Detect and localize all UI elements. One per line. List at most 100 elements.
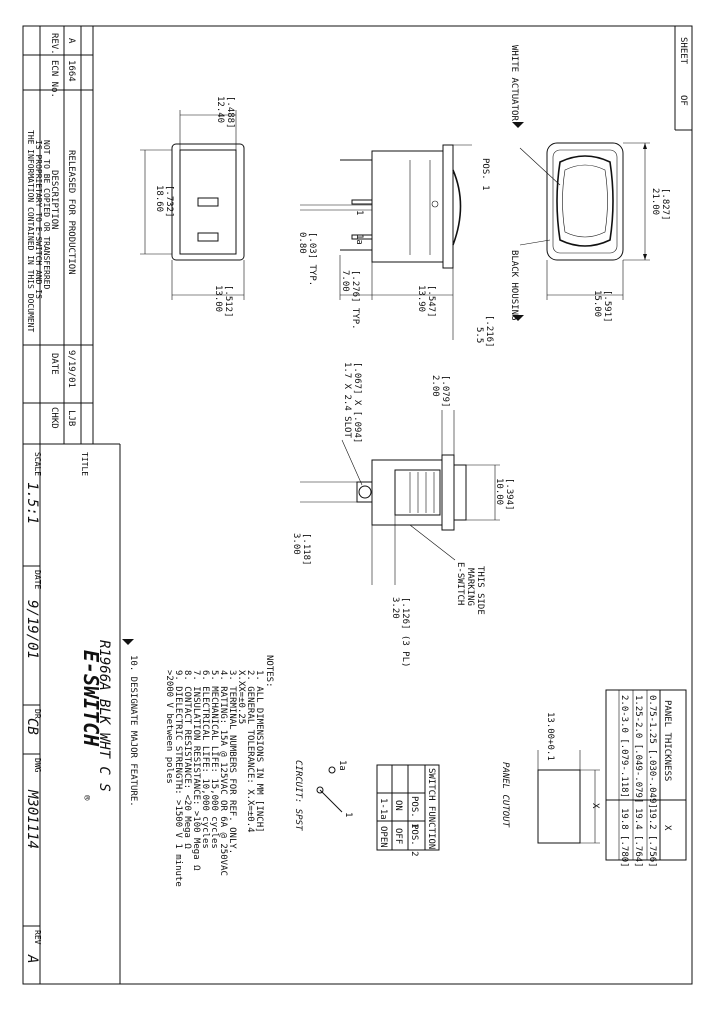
revision-block: REV. ECN No. DESCRIPTION DATE CHKD A 166… [23, 26, 120, 445]
note-9b: >2000 V between poles [164, 670, 174, 784]
slot-hole [358, 485, 372, 499]
dim-10-00-in: [.394] [504, 478, 514, 511]
marking-line-1: E-SWITCH [455, 562, 465, 605]
note-8: 8. CONTACT RESISTANCE: <20 Mega Ω [182, 670, 192, 849]
x-row-2: 19.4 [.764] [633, 808, 643, 868]
bottom-view: 12.40 [.488] 18.60 [.732] 13.00 [.512] [140, 96, 245, 318]
switch-row-2-pos-2: OPEN [378, 826, 388, 848]
width-dim-in: [.827] [660, 188, 670, 221]
circuit-terminal-1a: 1a [337, 760, 347, 771]
dim-3-00-in: [.118] [301, 533, 311, 566]
top-view: 21.00 [.827] 15.00 [.591] WHITE ACTUATOR… [509, 45, 670, 323]
slot-dim-in: [.067] X [.094] [352, 362, 362, 443]
date-label: DATE [33, 570, 42, 589]
switch-row-2-pos-1: 1-1a [378, 798, 388, 820]
dr-value: CB [24, 718, 40, 735]
width-dim: 21.00 [650, 188, 660, 215]
thickness-row-3: 2.0-3.0 [.079-.118] [619, 695, 629, 798]
switch-function-table: SWITCH FUNCTION POS. 1 POS. 2 ON OFF 1-1… [376, 764, 440, 857]
description-header: DESCRIPTION [49, 170, 59, 230]
switch-pos-2-header: POS. 2 [409, 824, 419, 857]
note-7: 7. INSULATION RESISTANCE: >100 Mega Ω [191, 670, 201, 871]
panel-cutout: PANEL CUTOUT X 13.00+0.1 PANEL THICKNESS… [500, 689, 687, 868]
marking-line-2: MARKING [465, 568, 475, 606]
scale-value: 1.5:1 [24, 482, 40, 524]
dim-10-00: 10.00 [494, 478, 504, 505]
x-row-1: 19.2 [.756] [647, 808, 657, 868]
dim-13-90-in: [.547] [426, 285, 436, 318]
sheet-label: SHEET [678, 37, 688, 65]
terminal-a [197, 197, 219, 207]
dim-7-00: 7.00 [340, 270, 350, 292]
title-rev-value: A [24, 954, 40, 963]
note-9: 9. DIELECTRIC STRENGTH: >1500 V 1 minute [173, 670, 183, 887]
pos-1-label: POS. 1 [480, 158, 490, 191]
ecn-value: 1664 [66, 60, 76, 82]
dwg-value: M301114 [24, 789, 40, 849]
switch-pos-1-header: POS. 1 [409, 796, 419, 829]
terminal-b [197, 232, 219, 242]
dim-13-90: 13.90 [416, 285, 426, 312]
notes: NOTES: 1. ALL DIMENSIONS IN MM [INCH] 2.… [122, 639, 274, 887]
note-6: 6. ELECTRICAL LIFE: 10,000 cycles [200, 670, 210, 849]
panel-cutout-title: PANEL CUTOUT [500, 762, 510, 828]
major-feature-triangle [122, 639, 134, 645]
dim-0-80: 0.80 [297, 232, 307, 254]
dim-3-20-in: [.126] (3 PL) [400, 597, 410, 667]
drawing-title: R1966A BLK WHT C S [96, 640, 112, 792]
circuit-terminal-1: 1 [343, 812, 353, 817]
housing-inner [552, 149, 618, 254]
dim-12-40-in: [.488] [225, 96, 235, 129]
rev-header: REV. [49, 33, 59, 55]
dim-18-60-in: [.732] [164, 185, 174, 218]
rev-label: REV [33, 930, 42, 945]
thickness-row-2: 1.25-2.0 [.049-.079] [633, 695, 643, 803]
end-view: 2.00 [.079] 1.7 X 2.4 SLOT [.067] X [.09… [291, 362, 514, 667]
notice-line-1: THE INFORMATION CONTAINED IN THIS DOCUME… [26, 130, 35, 332]
dim-3-00: 3.00 [291, 533, 301, 555]
dim-12-40: 12.40 [215, 96, 225, 123]
title-date-value: 9/19/01 [24, 600, 40, 659]
note-2: 2. GENERAL TOLERANCE: X.X=±0.4 [245, 670, 255, 833]
note-1: 1. ALL DIMENSIONS IN MM [INCH] [254, 670, 264, 833]
registered-mark: ® [81, 795, 91, 801]
switch-row-1-pos-2: OFF [393, 828, 403, 844]
circuit-diagram: 1a 1 CIRCUIT: SPST [293, 760, 353, 831]
height-dim: 15.00 [592, 290, 602, 317]
slot-dim: 1.7 X 2.4 SLOT [342, 362, 352, 438]
rev-value: A [66, 38, 76, 44]
outer-border [22, 25, 693, 985]
cutout-rect [537, 769, 581, 844]
dim-5-5-in: [.216] [484, 315, 494, 348]
note-2b: X.XX=±0.25 [236, 670, 246, 724]
dim-13-00-in: [.512] [223, 285, 233, 318]
dim-0-80-in: [.03] TYP. [307, 232, 317, 286]
dim-5-5: 5.5 [474, 327, 484, 343]
notes-heading: NOTES: [264, 655, 274, 688]
x-row-3: 19.8 [.780] [619, 808, 629, 868]
note-4: 4. RATING: 15A @ 125VAC OR 6A @ 250VAC [218, 670, 228, 876]
e-switch-logo: E-SWITCH [79, 650, 103, 747]
panel-thickness-header: PANEL THICKNESS [662, 700, 672, 781]
switch-row-1-pos-1: ON [393, 800, 403, 811]
note-5: 5. MECHANICAL LIFE: 15,000 cycles [209, 670, 219, 849]
ecn-header: ECN No. [49, 60, 59, 98]
height-dim-in: [.591] [602, 290, 612, 323]
terminal-1-label: 1 [354, 210, 364, 215]
dim-3-20: 3.20 [390, 597, 400, 619]
title-label: TITLE [80, 452, 89, 476]
dim-2-00-in: [.079] [440, 375, 450, 408]
dwg-label: DWG [33, 758, 42, 773]
chkd-value: LJB [66, 410, 76, 426]
note-10: 10. DESIGNATE MAJOR FEATURE. [128, 655, 138, 807]
scale-label: SCALE [33, 452, 42, 476]
rocker-profile [452, 169, 462, 246]
dim-7-00-in: [.276] TYP. [350, 270, 360, 330]
notice-line-3: NOT TO BE COPIED OR TRANSFERRED [42, 140, 51, 289]
chkd-header: CHKD [49, 407, 59, 429]
date-header: DATE [49, 353, 59, 375]
dim-2-00: 2.00 [430, 375, 440, 397]
white-actuator-label: WHITE ACTUATOR [509, 45, 519, 121]
dr-label: DR [33, 709, 42, 719]
